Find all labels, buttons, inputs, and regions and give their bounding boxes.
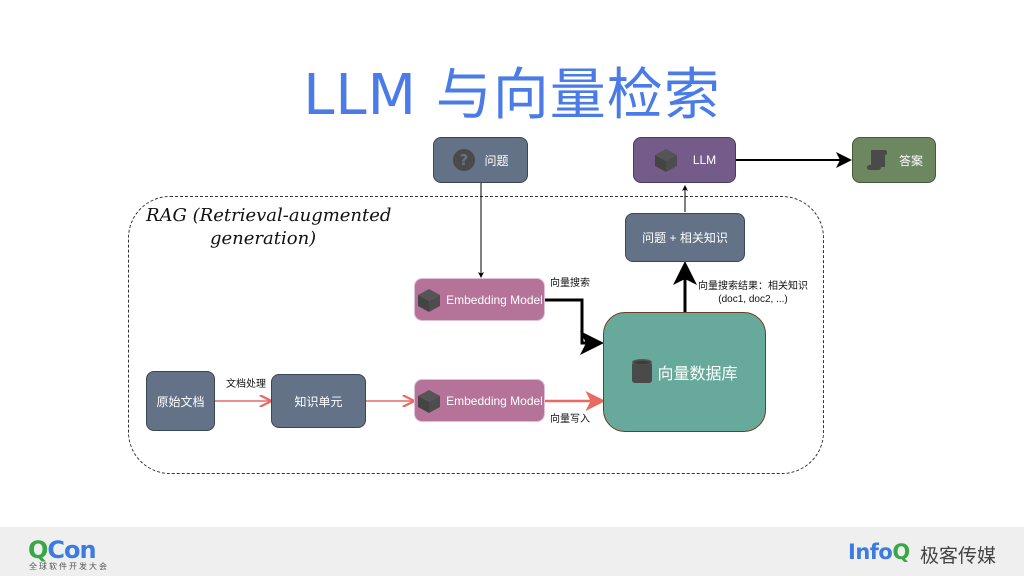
node-embedding-write[interactable]: Embedding Model — [414, 379, 545, 422]
edge-label-search-results-line2: (doc1, doc2, ...) — [718, 294, 788, 305]
node-knowledge-units-label: 知识单元 — [294, 394, 343, 409]
edge-label-search-results-line1: 向量搜索结果：相关知识 — [698, 281, 808, 292]
question-circle-icon: ? — [452, 148, 476, 172]
node-answer[interactable]: 答案 — [852, 137, 936, 183]
node-knowledge-units[interactable]: 知识单元 — [271, 374, 366, 428]
edge-embedding-to-vectordb — [545, 298, 604, 355]
cube-icon — [416, 388, 442, 414]
node-embedding-search[interactable]: Embedding Model — [414, 278, 545, 321]
geek-media-label: 极客传媒 — [920, 546, 997, 567]
node-llm[interactable]: LLM — [633, 137, 736, 183]
scroll-icon — [865, 147, 891, 173]
svg-text:?: ? — [460, 151, 469, 169]
rag-label: RAG (Retrieval-augmented generation) — [146, 204, 391, 250]
qcon-subtitle: 全球软件开发大会 — [29, 562, 109, 571]
infoq-logo: InfoQ — [848, 540, 910, 564]
edge-label-search-results: 向量搜索结果：相关知识 (doc1, doc2, ...) — [695, 280, 811, 306]
footer-bar — [0, 527, 1024, 576]
node-raw-docs[interactable]: 原始文档 — [146, 371, 215, 431]
node-question-plus-knowledge[interactable]: 问题 + 相关知识 — [625, 213, 745, 262]
edge-label-vector-search: 向量搜索 — [550, 278, 590, 289]
node-answer-label: 答案 — [898, 153, 923, 168]
node-qk-label: 问题 + 相关知识 — [642, 231, 728, 245]
node-raw-docs-label: 原始文档 — [156, 394, 205, 409]
node-llm-label: LLM — [692, 153, 717, 167]
cube-icon — [653, 147, 679, 173]
qcon-logo-con: Con — [47, 536, 96, 564]
node-embedding-search-label: Embedding Model — [446, 292, 543, 307]
qcon-logo-q: Q — [28, 536, 48, 564]
page-title: LLM 与向量检索 — [303, 63, 721, 128]
node-embedding-write-label: Embedding Model — [446, 393, 543, 408]
rag-label-line1: RAG (Retrieval-augmented — [146, 205, 392, 226]
infoq-logo-info: Info — [848, 540, 893, 564]
cube-icon — [416, 287, 442, 313]
rag-boundary — [128, 196, 824, 474]
node-vector-db[interactable]: 向量数据库 — [603, 312, 766, 432]
node-vector-db-label: 向量数据库 — [657, 366, 738, 383]
qcon-logo: QCon — [28, 536, 97, 564]
edge-label-doc-processing: 文档处理 — [226, 379, 266, 390]
node-question-label: 问题 — [484, 153, 509, 168]
node-question[interactable]: ? 问题 — [433, 137, 528, 183]
database-icon — [631, 358, 653, 386]
infoq-logo-q: Q — [892, 540, 910, 564]
rag-label-line2: generation) — [210, 228, 317, 249]
edge-label-vector-write: 向量写入 — [550, 414, 590, 425]
